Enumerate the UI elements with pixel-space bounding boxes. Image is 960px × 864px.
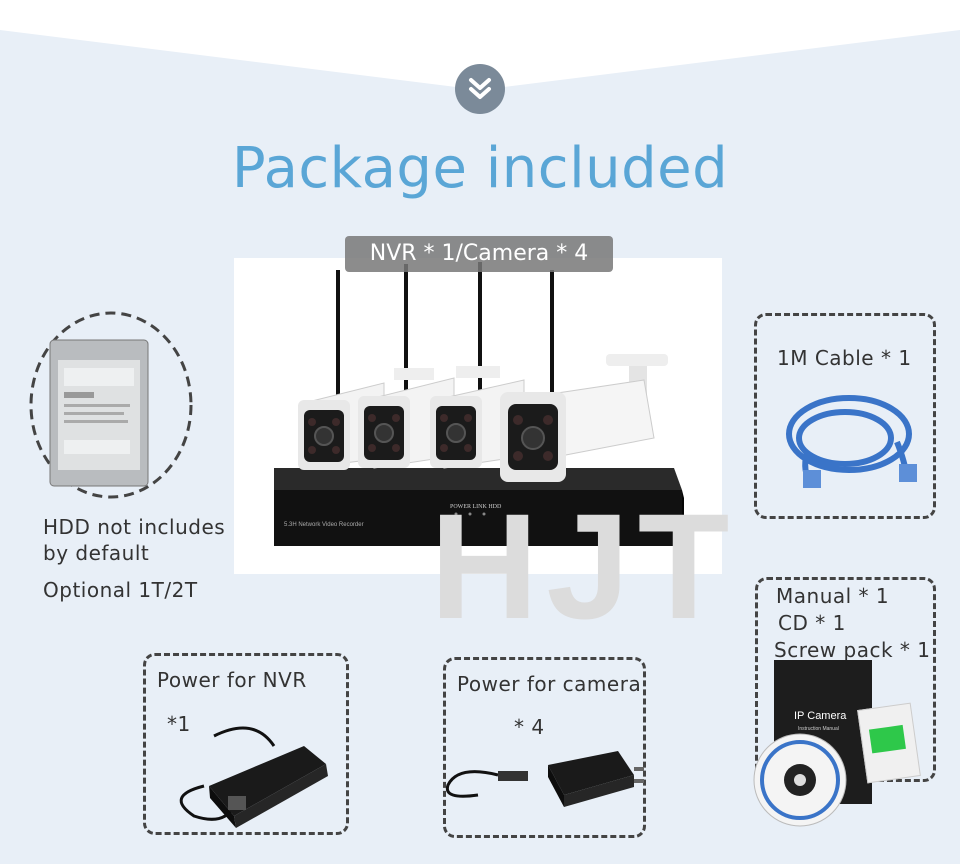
manual-line1: Manual * 1: [776, 584, 890, 608]
main-product-photo: 5.3H Network Video Recorder POWER LINK H…: [234, 258, 722, 574]
power-camera-label: Power for camera: [457, 672, 642, 696]
camera-power-adapter-image: [445, 751, 644, 807]
manual-line3: Screw pack * 1: [774, 638, 931, 662]
scroll-down-badge: [455, 64, 505, 114]
nvr-panel-text: POWER LINK HDD: [450, 504, 502, 510]
hdd-optional: Optional 1T/2T: [43, 578, 198, 602]
hdd-drive-image: [49, 339, 149, 487]
page-title: Package included: [231, 136, 729, 201]
hdd-circle: [29, 311, 193, 499]
manual-line2: CD * 1: [778, 611, 846, 635]
power-nvr-label: Power for NVR: [157, 668, 307, 692]
power-nvr-qty: *1: [167, 712, 191, 736]
screw-pack-image: [857, 702, 921, 784]
camera-4: [500, 270, 668, 482]
power-camera-box: Power for camera * 4: [443, 657, 646, 838]
double-chevron-down-icon: [469, 78, 491, 99]
top-banner: [0, 0, 960, 90]
nvr-camera-kit-image: 5.3H Network Video Recorder POWER LINK H…: [274, 262, 684, 546]
hdd-note-line1: HDD not includes: [43, 515, 226, 539]
cable-box: 1M Cable * 1: [754, 313, 936, 519]
manual-box: Manual * 1 CD * 1 Screw pack * 1: [755, 577, 936, 782]
hdd-note-line2: by default: [43, 541, 150, 565]
power-camera-qty: * 4: [514, 715, 545, 739]
power-nvr-box: Power for NVR *1: [143, 653, 349, 835]
network-cable-image: [786, 395, 917, 488]
manual-book-title: IP Camera: [794, 710, 847, 722]
cable-label: 1M Cable * 1: [777, 346, 912, 370]
watermark: HJT: [430, 482, 738, 650]
main-tag: NVR * 1/Camera * 4: [345, 236, 613, 272]
nvr-model-text: 5.3H Network Video Recorder: [284, 522, 364, 528]
cd-image: [753, 733, 847, 827]
manual-book-subtitle: Instruction Manual: [798, 726, 839, 732]
nvr-power-adapter-image: [179, 726, 328, 828]
